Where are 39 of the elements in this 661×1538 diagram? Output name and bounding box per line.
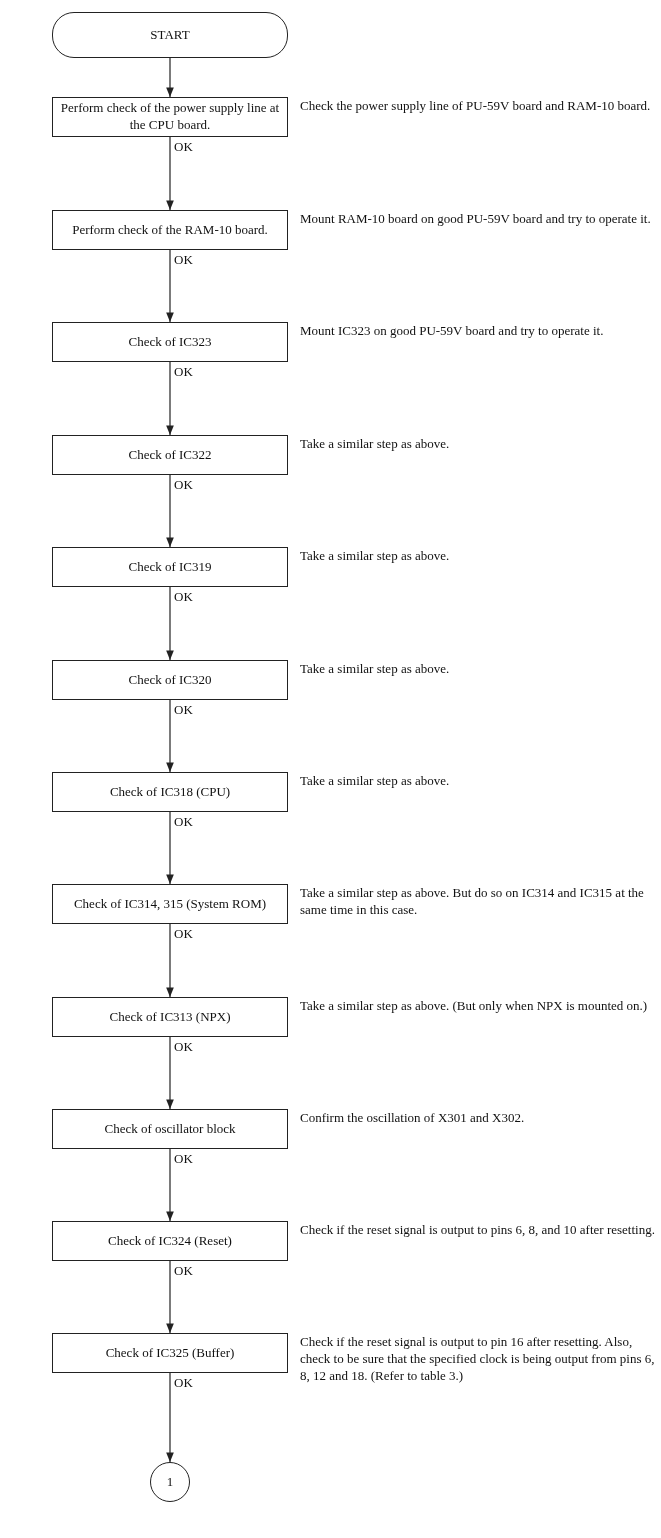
process-box: Check of IC323	[52, 322, 288, 362]
arrow	[166, 249, 174, 323]
arrow	[166, 57, 174, 98]
arrow	[166, 1148, 174, 1222]
process-box: Perform check of the power supply line at the CPU board.	[52, 97, 288, 137]
arrow	[166, 1372, 174, 1463]
step-description: Take a similar step as above.	[300, 661, 451, 678]
step-description: Check if the reset signal is output to pin 16 after resetting. Also, check to be sure that the specified clock is being output from pins 6, 8, 12 and 18. (Refer to table 3.)	[300, 1334, 655, 1385]
arrow	[166, 136, 174, 211]
arrow	[166, 811, 174, 885]
process-box: Check of oscillator block	[52, 1109, 288, 1149]
arrow	[166, 699, 174, 773]
step-description: Mount IC323 on good PU-59V board and try to operate it.	[300, 323, 605, 340]
arrow	[166, 923, 174, 998]
process-box: Check of IC319	[52, 547, 288, 587]
process-box: Perform check of the RAM-10 board.	[52, 210, 288, 250]
process-box: Check of IC324 (Reset)	[52, 1221, 288, 1261]
step-description: Mount RAM-10 board on good PU-59V board and try to operate it.	[300, 211, 652, 228]
start-terminal: START	[52, 12, 288, 58]
process-box: Check of IC318 (CPU)	[52, 772, 288, 812]
arrow	[166, 361, 174, 436]
process-box: Check of IC320	[52, 660, 288, 700]
step-description: Take a similar step as above. But do so on IC314 and IC315 at the same time in this case.	[300, 885, 645, 919]
arrow	[166, 1260, 174, 1334]
step-description: Take a similar step as above.	[300, 548, 451, 565]
process-box: Check of IC313 (NPX)	[52, 997, 288, 1037]
arrow	[166, 474, 174, 548]
process-box: Check of IC325 (Buffer)	[52, 1333, 288, 1373]
step-description: Check the power supply line of PU-59V board and RAM-10 board.	[300, 98, 652, 115]
step-description: Take a similar step as above.	[300, 436, 451, 453]
arrow	[166, 586, 174, 661]
step-description: Take a similar step as above. (But only when NPX is mounted on.)	[300, 998, 649, 1015]
step-description: Take a similar step as above.	[300, 773, 451, 790]
process-box: Check of IC314, 315 (System ROM)	[52, 884, 288, 924]
connector-circle: 1	[150, 1462, 190, 1502]
arrow	[166, 1036, 174, 1110]
step-description: Check if the reset signal is output to pins 6, 8, and 10 after resetting.	[300, 1222, 655, 1239]
process-box: Check of IC322	[52, 435, 288, 475]
step-description: Confirm the oscillation of X301 and X302.	[300, 1110, 526, 1127]
